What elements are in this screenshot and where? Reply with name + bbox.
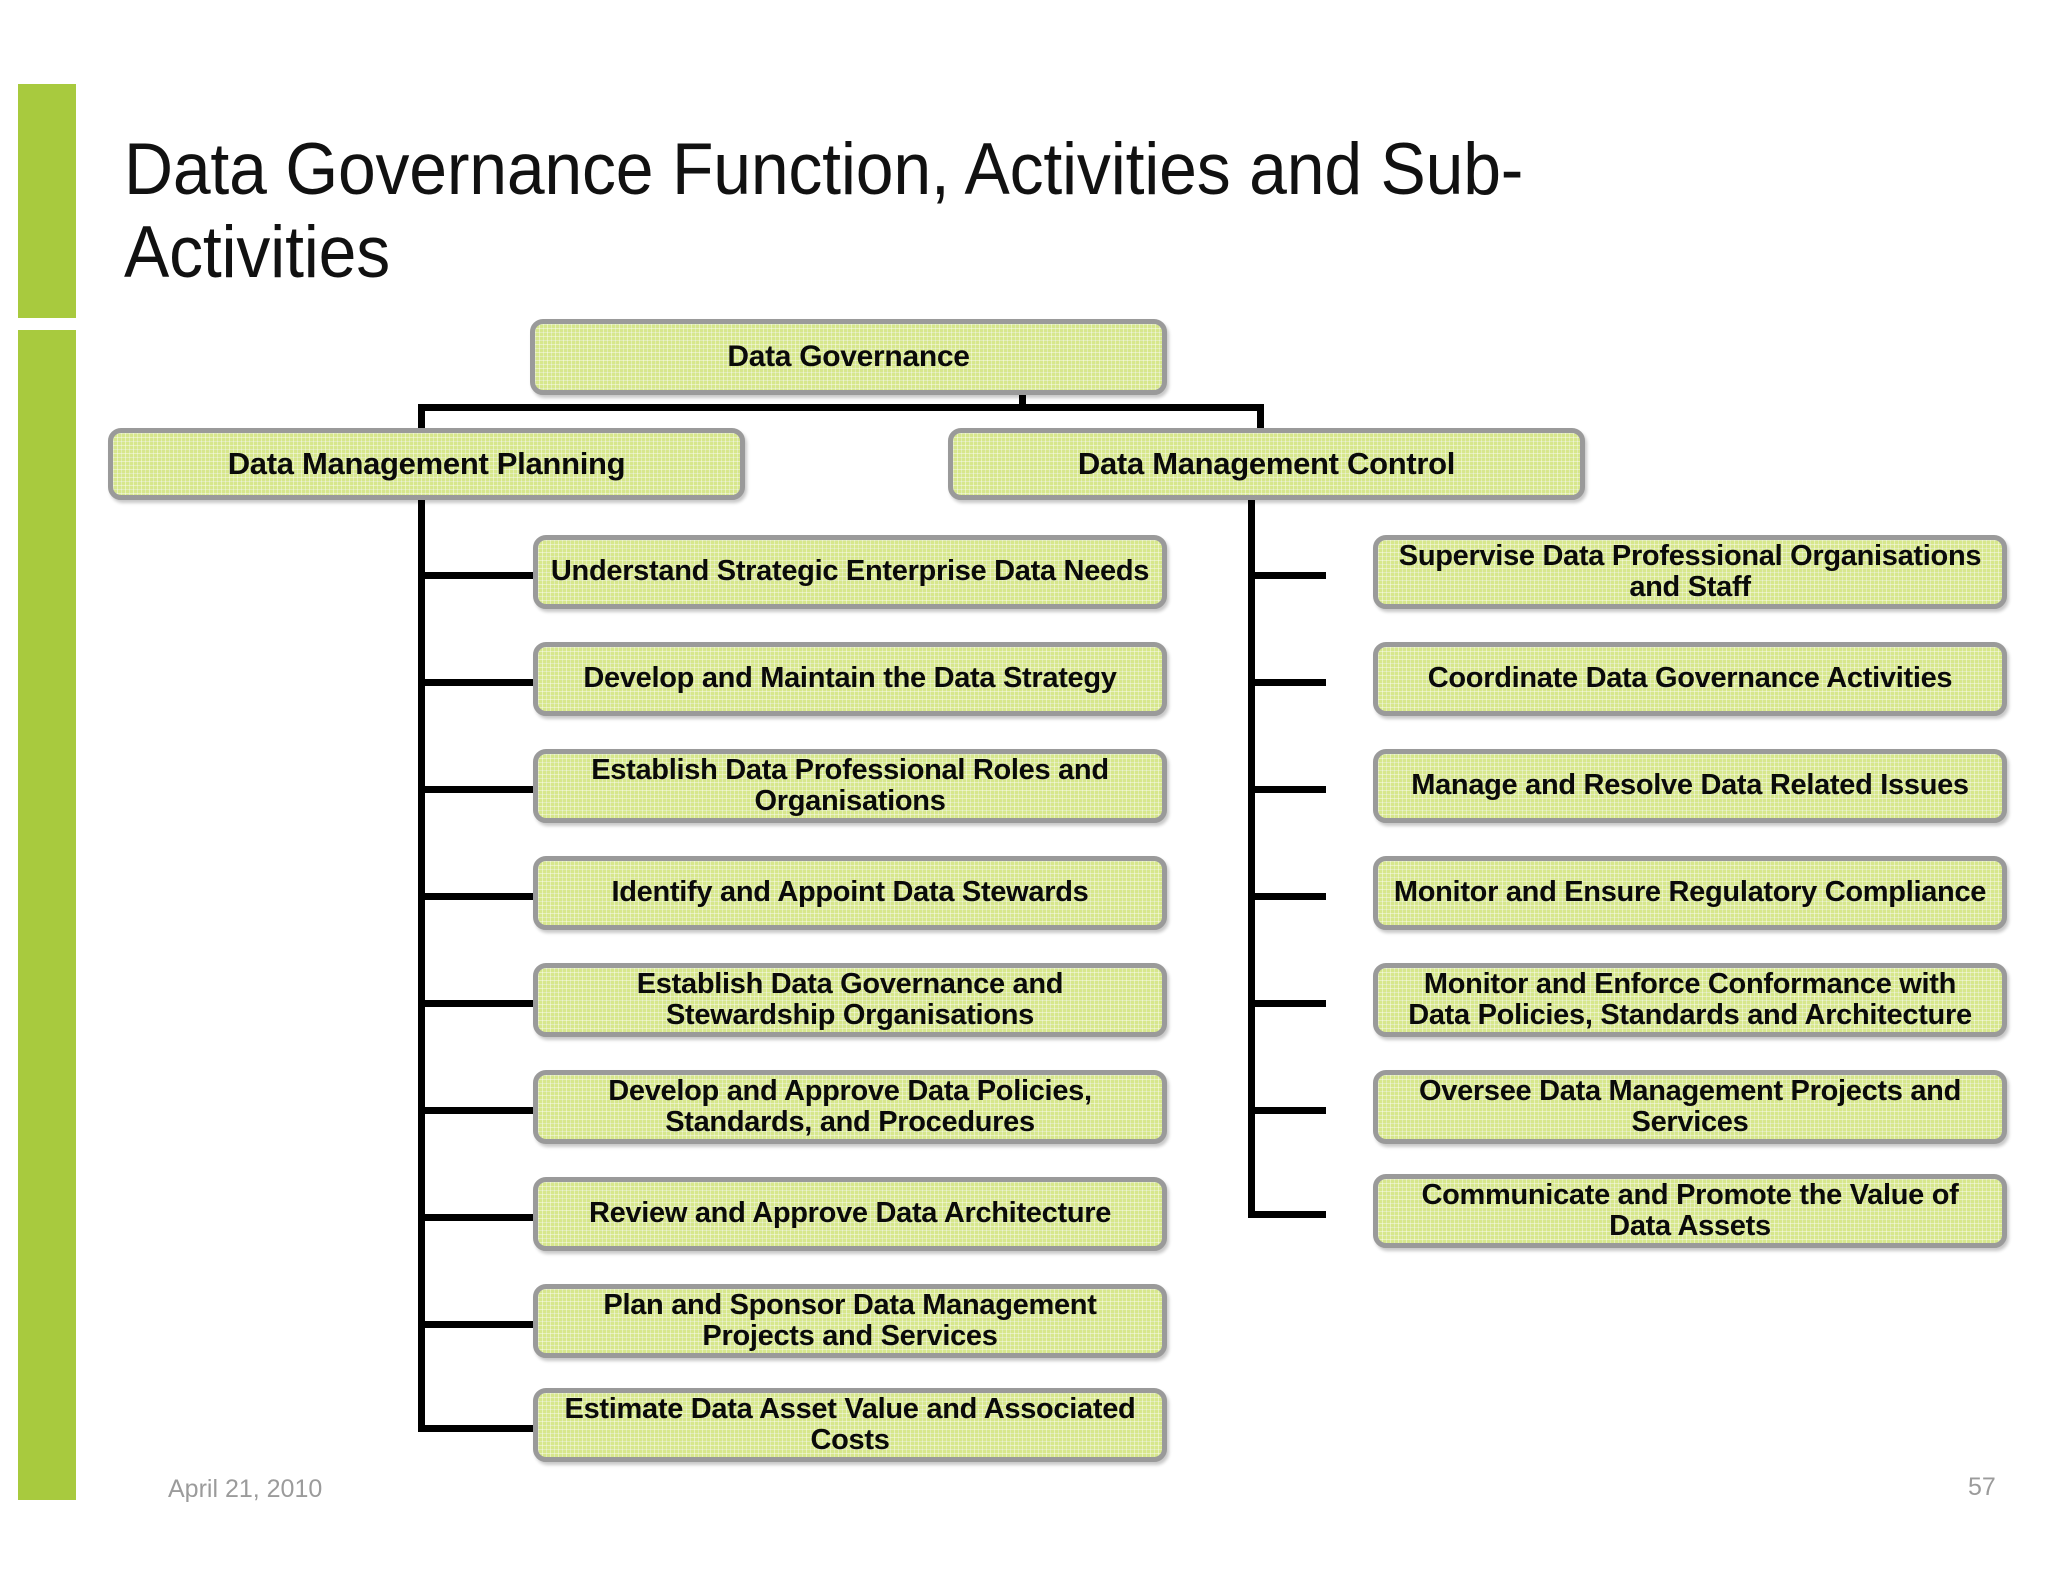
connector-left-child-4 xyxy=(418,893,535,900)
node-label: Data Governance xyxy=(727,339,970,373)
accent-bar-top xyxy=(18,84,76,318)
node-plan-and-sponsor-data-management-projects-and-services[interactable]: Plan and Sponsor Data Management Project… xyxy=(533,1284,1167,1358)
node-review-and-approve-data-architecture[interactable]: Review and Approve Data Architecture xyxy=(533,1177,1167,1251)
footer-date: April 21, 2010 xyxy=(168,1475,323,1503)
node-data-governance[interactable]: Data Governance xyxy=(530,319,1167,395)
connector-left-child-1 xyxy=(418,572,535,579)
node-label: Oversee Data Management Projects and Ser… xyxy=(1418,1074,1962,1138)
connector-right-child-6 xyxy=(1248,1107,1326,1114)
trunk-left xyxy=(418,497,425,1428)
connector-left-child-6 xyxy=(418,1107,535,1114)
connector-drop-right xyxy=(1257,404,1264,428)
connector-right-child-2 xyxy=(1248,679,1326,686)
connector-drop-left xyxy=(418,404,425,428)
node-establish-data-professional-roles-and-organisations[interactable]: Establish Data Professional Roles and Or… xyxy=(533,749,1167,823)
connector-left-child-2 xyxy=(418,679,535,686)
node-supervise-data-professional-organisations-and-staff[interactable]: Supervise Data Professional Organisation… xyxy=(1373,535,2007,609)
node-monitor-and-ensure-regulatory-compliance[interactable]: Monitor and Ensure Regulatory Compliance xyxy=(1373,856,2007,930)
connector-right-child-5 xyxy=(1248,1000,1326,1007)
node-oversee-data-management-projects-and-services[interactable]: Oversee Data Management Projects and Ser… xyxy=(1373,1070,2007,1144)
node-label: Manage and Resolve Data Related Issues xyxy=(1411,769,1969,802)
page-number: 57 xyxy=(1968,1473,1996,1501)
connector-right-child-1 xyxy=(1248,572,1326,579)
node-develop-and-approve-data-policies-standards-and-procedures[interactable]: Develop and Approve Data Policies, Stand… xyxy=(533,1070,1167,1144)
node-identify-and-appoint-data-stewards[interactable]: Identify and Appoint Data Stewards xyxy=(533,856,1167,930)
node-label: Data Management Control xyxy=(1077,446,1456,482)
node-label: Plan and Sponsor Data Management Project… xyxy=(603,1288,1097,1352)
node-label: Identify and Appoint Data Stewards xyxy=(611,876,1089,909)
node-label: Monitor and Ensure Regulatory Compliance xyxy=(1393,876,1987,909)
connector-root-stem xyxy=(1019,394,1026,410)
node-label: Develop and Approve Data Policies, Stand… xyxy=(608,1074,1092,1138)
node-coordinate-data-governance-activities[interactable]: Coordinate Data Governance Activities xyxy=(1373,642,2007,716)
connector-right-child-4 xyxy=(1248,893,1326,900)
accent-bar-bottom xyxy=(18,330,76,1500)
connector-left-child-8 xyxy=(418,1321,535,1328)
node-label: Establish Data Professional Roles and Or… xyxy=(591,753,1109,817)
connector-left-child-5 xyxy=(418,1000,535,1007)
node-data-management-planning[interactable]: Data Management Planning xyxy=(108,428,745,500)
node-label: Review and Approve Data Architecture xyxy=(588,1197,1112,1230)
node-data-management-control[interactable]: Data Management Control xyxy=(948,428,1585,500)
page-title: Data Governance Function, Activities and… xyxy=(124,129,1524,294)
node-communicate-and-promote-the-value-of-data-assets[interactable]: Communicate and Promote the Value of Dat… xyxy=(1373,1174,2007,1248)
node-establish-data-governance-and-stewardship-organisations[interactable]: Establish Data Governance and Stewardshi… xyxy=(533,963,1167,1037)
node-monitor-and-enforce-conformance-with-data-policies-standards-and-architecture[interactable]: Monitor and Enforce Conformance with Dat… xyxy=(1373,963,2007,1037)
connector-right-child-3 xyxy=(1248,786,1326,793)
node-label: Communicate and Promote the Value of Dat… xyxy=(1421,1178,1959,1242)
node-label: Data Management Planning xyxy=(227,446,626,482)
connector-right-child-7 xyxy=(1248,1211,1326,1218)
node-label: Establish Data Governance and Stewardshi… xyxy=(636,967,1064,1031)
connector-root-span xyxy=(418,404,1264,411)
node-understand-strategic-enterprise-data-needs[interactable]: Understand Strategic Enterprise Data Nee… xyxy=(533,535,1167,609)
node-label: Understand Strategic Enterprise Data Nee… xyxy=(550,555,1150,588)
connector-left-child-9 xyxy=(418,1425,535,1432)
trunk-right xyxy=(1248,497,1255,1211)
connector-left-child-7 xyxy=(418,1214,535,1221)
node-label: Supervise Data Professional Organisation… xyxy=(1398,539,1982,603)
node-manage-and-resolve-data-related-issues[interactable]: Manage and Resolve Data Related Issues xyxy=(1373,749,2007,823)
node-estimate-data-asset-value-and-associated-costs[interactable]: Estimate Data Asset Value and Associated… xyxy=(533,1388,1167,1462)
node-develop-and-maintain-the-data-strategy[interactable]: Develop and Maintain the Data Strategy xyxy=(533,642,1167,716)
connector-left-child-3 xyxy=(418,786,535,793)
node-label: Monitor and Enforce Conformance with Dat… xyxy=(1408,967,1972,1031)
node-label: Develop and Maintain the Data Strategy xyxy=(583,662,1117,695)
node-label: Estimate Data Asset Value and Associated… xyxy=(564,1392,1136,1456)
node-label: Coordinate Data Governance Activities xyxy=(1427,662,1953,695)
